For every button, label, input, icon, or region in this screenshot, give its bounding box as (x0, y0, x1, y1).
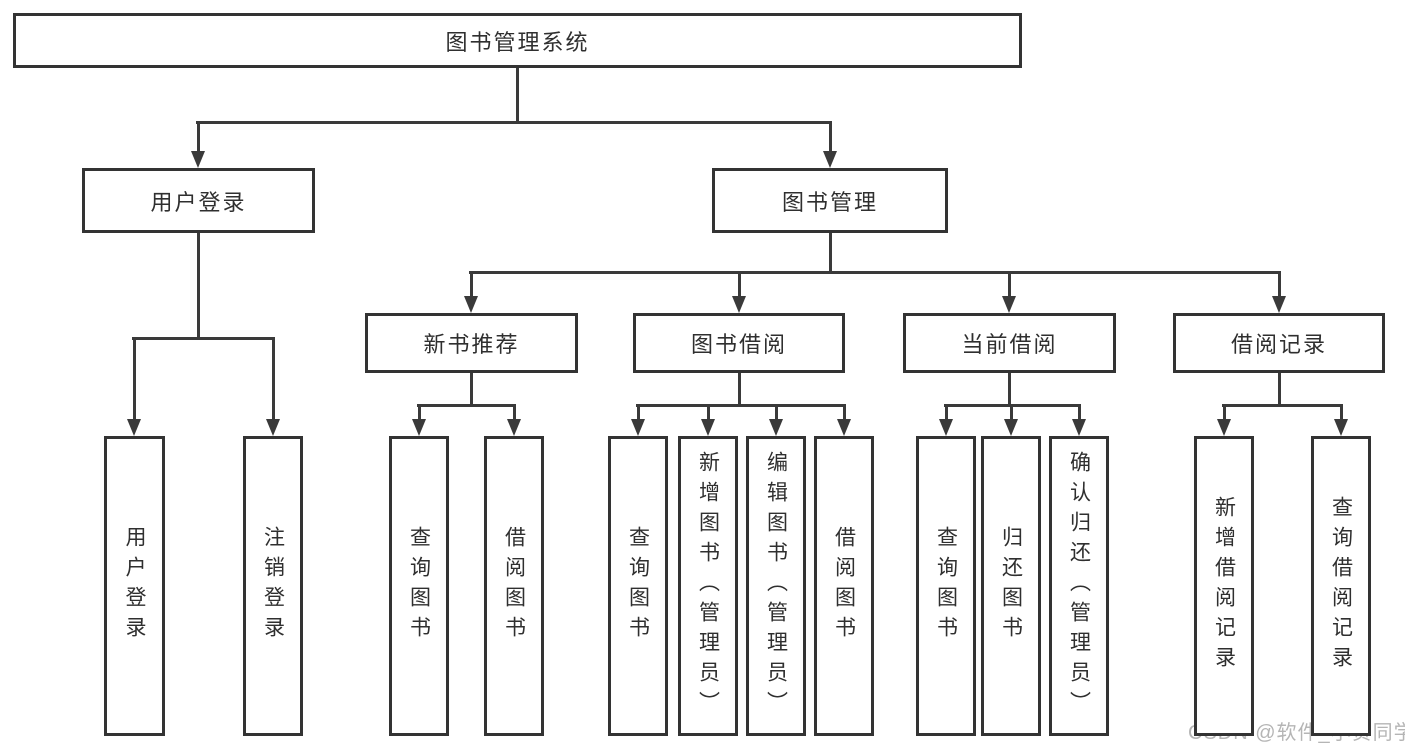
edge-arrowhead (1272, 296, 1286, 313)
leaf-user-login: 用户登录 (104, 436, 165, 736)
edge-arrowhead (1334, 419, 1348, 436)
edge-line (469, 271, 1281, 274)
node-user-login: 用户登录 (82, 168, 315, 233)
edge-line (417, 404, 516, 407)
edge-arrowhead (464, 296, 478, 313)
edge-arrowhead (769, 419, 783, 436)
edge-arrow-shaft (197, 121, 200, 154)
node-book-management: 图书管理 (712, 168, 948, 233)
edge-arrowhead (631, 419, 645, 436)
leaf-logout: 注销登录 (243, 436, 303, 736)
edge-arrow-shaft (707, 404, 710, 422)
edge-arrow-shaft (843, 404, 846, 422)
node-borrow-records-label: 借阅记录 (1230, 332, 1327, 357)
node-root-label: 图书管理系统 (445, 29, 590, 55)
edge-line (1222, 404, 1343, 407)
edge-line (636, 404, 846, 407)
edge-line (132, 337, 275, 340)
node-book-borrow: 图书借阅 (633, 313, 845, 373)
edge-arrow-shaft (829, 121, 832, 154)
edge-arrowhead (837, 419, 851, 436)
edge-arrow-shaft (1010, 404, 1013, 422)
leaf-query-borrow-record: 查询借阅记录 (1311, 436, 1371, 736)
edge-arrowhead (412, 419, 426, 436)
edge-arrow-shaft (133, 337, 136, 422)
edge-line (516, 68, 519, 123)
edge-arrow-shaft (738, 271, 741, 299)
leaf-add-books-admin: 新增图书（管理员） (678, 436, 738, 736)
leaf-add-borrow-record: 新增借阅记录 (1194, 436, 1254, 736)
edge-line (829, 233, 832, 273)
node-user-login-label: 用户登录 (150, 189, 247, 215)
edge-arrowhead (266, 419, 280, 436)
edge-arrow-shaft (513, 404, 516, 422)
leaf-return-books: 归还图书 (981, 436, 1041, 736)
edge-line (738, 373, 741, 406)
edge-arrow-shaft (1340, 404, 1343, 422)
edge-arrowhead (191, 151, 205, 168)
node-borrow-records: 借阅记录 (1173, 313, 1385, 373)
edge-arrowhead (1004, 419, 1018, 436)
edge-line (1278, 373, 1281, 406)
edge-arrowhead (939, 419, 953, 436)
edge-arrowhead (823, 151, 837, 168)
edge-line (1008, 373, 1011, 406)
edge-arrow-shaft (775, 404, 778, 422)
node-current-borrow: 当前借阅 (903, 313, 1116, 373)
edge-arrowhead (127, 419, 141, 436)
edge-arrowhead (1002, 296, 1016, 313)
edge-arrowhead (1217, 419, 1231, 436)
edge-arrowhead (732, 296, 746, 313)
edge-arrow-shaft (1008, 271, 1011, 299)
edge-arrowhead (701, 419, 715, 436)
leaf-borrow-books-recommend: 借阅图书 (484, 436, 544, 736)
leaf-query-books-borrow: 查询图书 (608, 436, 668, 736)
leaf-query-books-current: 查询图书 (916, 436, 976, 736)
node-new-book-recommend-label: 新书推荐 (423, 332, 520, 357)
edge-arrow-shaft (1223, 404, 1226, 422)
node-root: 图书管理系统 (13, 13, 1022, 68)
edge-arrow-shaft (470, 271, 473, 299)
edge-arrow-shaft (1078, 404, 1081, 422)
edge-arrow-shaft (1278, 271, 1281, 299)
leaf-query-books-recommend: 查询图书 (389, 436, 449, 736)
edge-arrow-shaft (637, 404, 640, 422)
leaf-edit-books-admin: 编辑图书（管理员） (746, 436, 806, 736)
edge-line (197, 233, 200, 339)
edge-arrow-shaft (272, 337, 275, 422)
edge-arrowhead (507, 419, 521, 436)
node-book-management-label: 图书管理 (781, 189, 878, 215)
edge-arrowhead (1072, 419, 1086, 436)
node-book-borrow-label: 图书借阅 (690, 332, 787, 357)
leaf-borrow-books: 借阅图书 (814, 436, 874, 736)
edge-line (196, 121, 832, 124)
edge-arrow-shaft (945, 404, 948, 422)
edge-arrow-shaft (418, 404, 421, 422)
node-current-borrow-label: 当前借阅 (961, 332, 1058, 357)
edge-line (470, 373, 473, 406)
leaf-confirm-return-admin: 确认归还（管理员） (1049, 436, 1109, 736)
node-new-book-recommend: 新书推荐 (365, 313, 578, 373)
